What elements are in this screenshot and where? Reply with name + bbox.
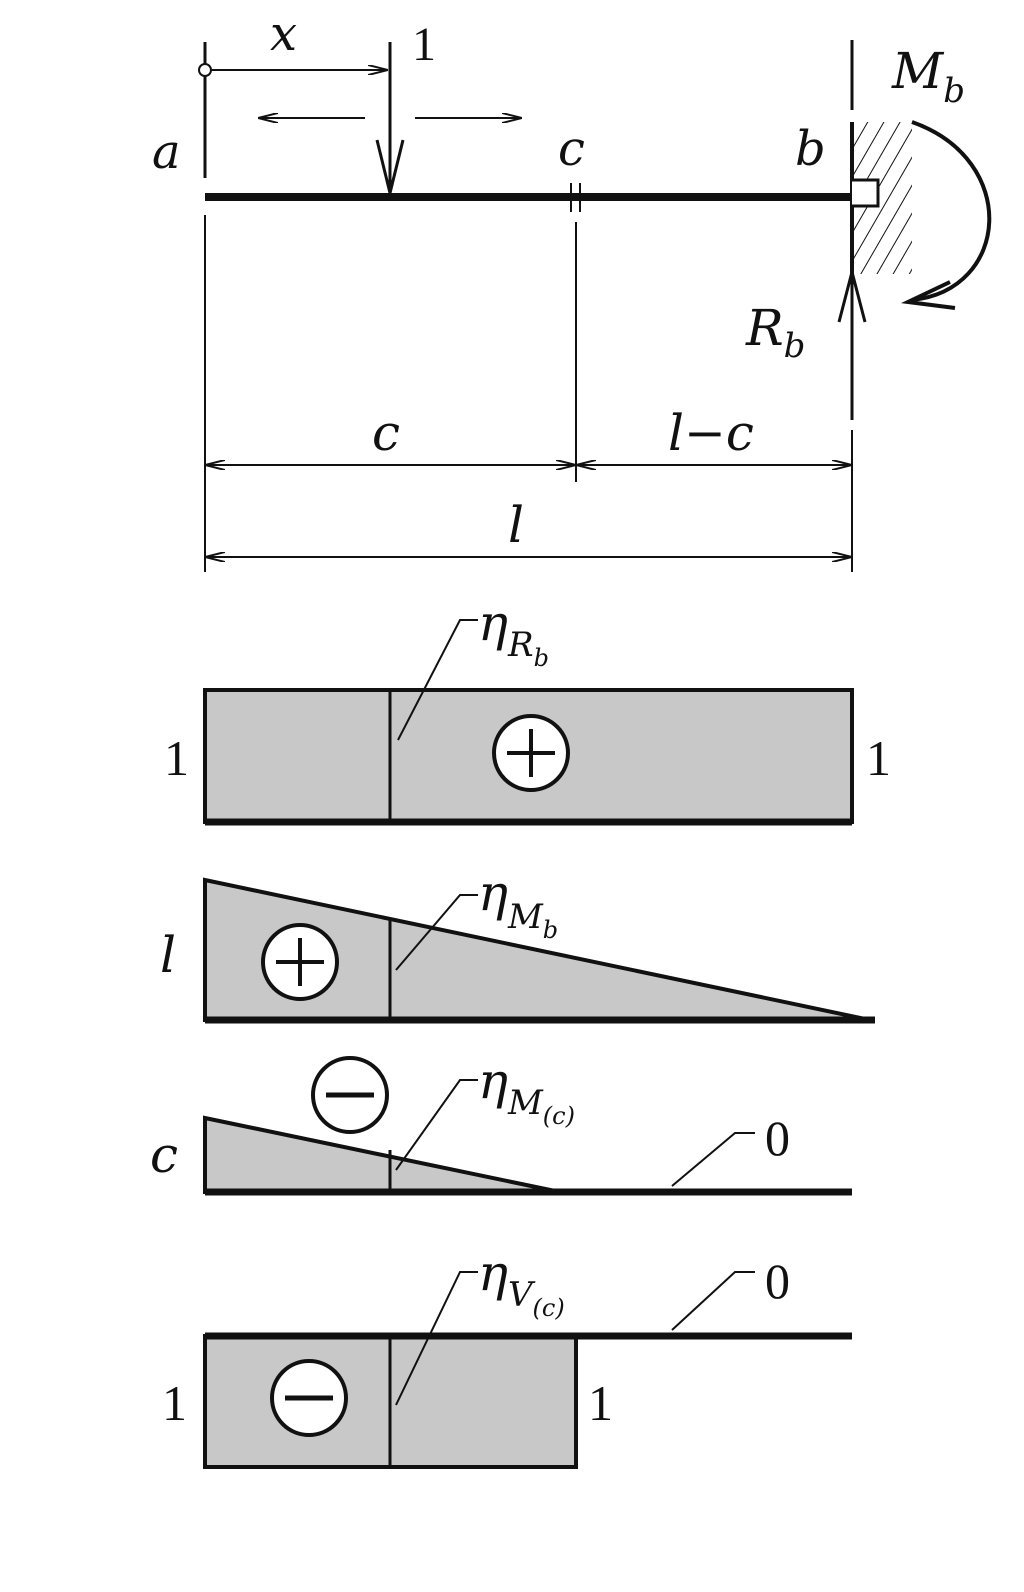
dim-l-minus-c-label: l−c xyxy=(668,404,754,462)
mb-left-value: l xyxy=(160,926,176,984)
vc-left-value: 1 xyxy=(162,1375,187,1431)
mc-left-value: c xyxy=(150,1126,178,1184)
mc-leader xyxy=(395,1079,478,1171)
dim-l-label: l xyxy=(508,496,524,554)
dim-c-label: c xyxy=(372,404,400,462)
reaction-rb-label: Rb xyxy=(745,299,805,366)
vc-zero-leader xyxy=(671,1271,755,1331)
point-a-label: a xyxy=(152,124,181,180)
influence-line-mc: ηM(c) c 0 xyxy=(150,1052,852,1196)
mb-eta-label: ηMb xyxy=(478,864,558,944)
vc-eta-label: ηV(c) xyxy=(478,1244,565,1322)
point-c-label: c xyxy=(558,121,585,177)
point-b-label: b xyxy=(795,121,826,177)
moment-mb-arc xyxy=(911,120,992,302)
moment-mb-label: Mb xyxy=(891,42,965,111)
rb-leader xyxy=(397,619,478,741)
influence-line-rb: ηRb 1 1 xyxy=(164,594,891,826)
mc-minus-sign xyxy=(311,1056,389,1134)
influence-line-mb: ηMb l xyxy=(160,864,875,1024)
mb-plus-sign xyxy=(261,923,339,1001)
mb-leader xyxy=(395,894,478,971)
vc-zero-label: 0 xyxy=(765,1253,790,1309)
mc-eta-label: ηM(c) xyxy=(478,1052,575,1130)
mc-zero-leader xyxy=(671,1132,755,1187)
beam-schematic: x 1 a c b Rb Mb xyxy=(152,6,992,572)
vc-leader xyxy=(395,1271,478,1406)
mc-diagram-area xyxy=(203,1115,561,1194)
rb-left-value: 1 xyxy=(164,730,189,786)
vc-minus-sign xyxy=(270,1359,348,1437)
influence-line-vc: ηV(c) 1 1 0 xyxy=(162,1244,852,1469)
vc-right-value: 1 xyxy=(588,1375,613,1431)
origin-marker xyxy=(198,63,212,77)
unit-load-label: 1 xyxy=(412,18,436,71)
rb-eta-label: ηRb xyxy=(478,594,549,672)
mc-zero-label: 0 xyxy=(765,1110,790,1166)
fixed-support xyxy=(850,40,912,274)
rb-plus-sign xyxy=(492,714,570,792)
rb-right-value: 1 xyxy=(866,730,891,786)
x-label: x xyxy=(270,6,297,62)
